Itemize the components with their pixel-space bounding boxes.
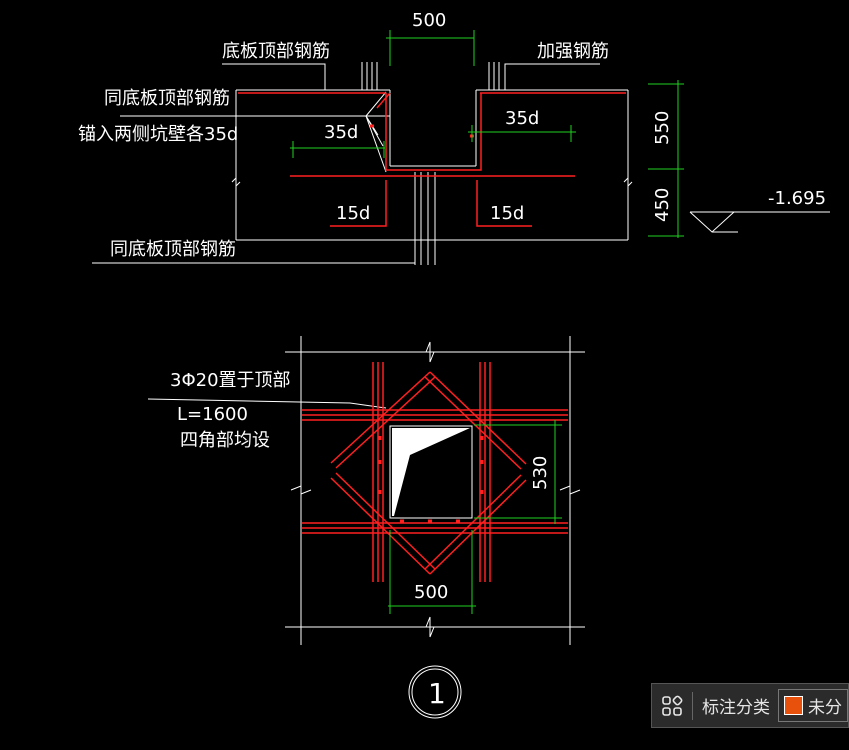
dim-hook-left: 15d [336, 203, 370, 224]
annotation-category-label: 标注分类 [702, 698, 770, 718]
dim-depth-upper: 550 [652, 111, 673, 145]
dim-anchor-left: 35d [324, 122, 358, 143]
section-dimensions [290, 30, 684, 238]
opening-fill [392, 428, 470, 516]
section-rebar [238, 92, 626, 227]
plan-dim-height: 530 [530, 456, 551, 490]
label-same-as-top-rebar-1: 同底板顶部钢筋 [104, 88, 230, 109]
toolbar-separator [692, 691, 693, 720]
plan-note-line-1: 3Φ20置于顶部 [170, 370, 291, 391]
label-same-as-top-rebar-2: 同底板顶部钢筋 [110, 239, 236, 260]
category-select[interactable]: 未分 [778, 689, 848, 722]
detail-number: 1 [428, 677, 446, 710]
plan-note-line-2: L=1600 [177, 404, 248, 425]
plan-view: 3Φ20置于顶部 L=1600 四角部均设 530 500 1 [147, 336, 585, 719]
dim-width-top: 500 [412, 10, 446, 31]
plan-note-line-3: 四角部均设 [180, 430, 270, 451]
dim-hook-right: 15d [490, 203, 524, 224]
category-value: 未分 [808, 698, 842, 718]
dim-depth-lower: 450 [652, 188, 673, 222]
category-color-swatch [784, 696, 803, 715]
section-view: 底板顶部钢筋 加强钢筋 同底板顶部钢筋 锚入两侧坑壁各35d 同底板顶部钢筋 5… [78, 10, 830, 265]
elevation-label: -1.695 [768, 188, 826, 209]
label-bottom-top-rebar: 底板顶部钢筋 [222, 41, 330, 62]
label-reinforcement-rebar: 加强钢筋 [537, 41, 609, 62]
annotation-category-toolbar: 标注分类 未分 [651, 683, 849, 728]
dim-anchor-right: 35d [505, 108, 539, 129]
plan-rebar [302, 362, 568, 582]
section-outline [92, 62, 830, 265]
plan-outline [147, 336, 585, 719]
plan-dim-width: 500 [414, 582, 448, 603]
label-anchor-note: 锚入两侧坑壁各35d [78, 124, 238, 145]
plan-dimensions [388, 420, 562, 614]
grid-icon[interactable] [652, 684, 692, 727]
